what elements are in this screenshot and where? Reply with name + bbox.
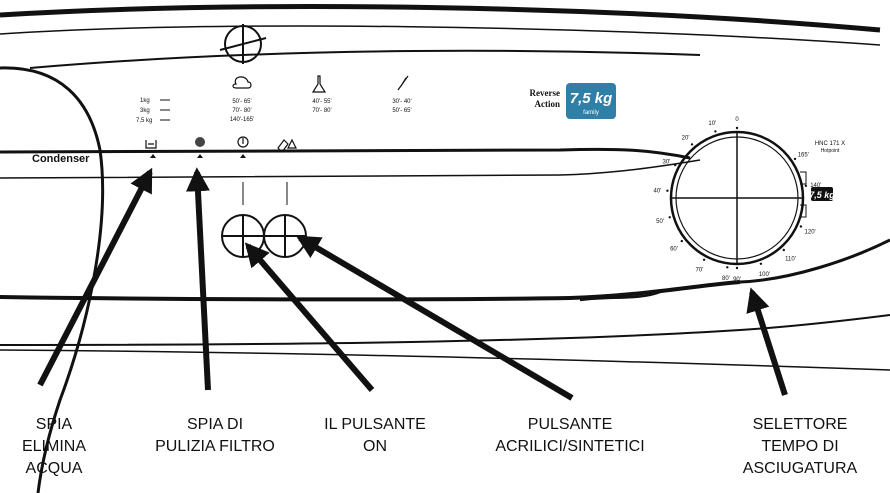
dial-side-badge: 7,5 kg [809, 190, 835, 200]
brand-label: Condenser [32, 153, 90, 165]
reverse-action-badge: Reverse Action 7,5 kg family [530, 83, 616, 119]
callout-line: ON [363, 438, 387, 455]
load-row: 1kg [140, 98, 150, 104]
dial-badge: 7,5 kg [800, 171, 835, 218]
callout-line: IL PULSANTE [324, 416, 426, 433]
callout-spia-elimina-acqua: SPIA ELIMINA ACQUA [14, 414, 94, 480]
dial-tick-dot [735, 126, 739, 130]
dial-tick-label: 10' [708, 121, 716, 127]
program-times: 50'- 65' 70'- 80' 140'-165' 40'- 55' 70'… [230, 99, 412, 123]
water-tank-icon [145, 140, 157, 149]
filter-light-icon [195, 137, 205, 147]
dial-tick-dot [680, 239, 683, 243]
synthetic-flask-icon [311, 75, 327, 93]
dial-tick-dot [702, 258, 706, 261]
program-icons [232, 75, 409, 93]
program-time: 50'- 65' [392, 108, 411, 114]
callout-line: SELETTORE [752, 416, 848, 433]
model-sub: Hotpoint [821, 148, 840, 154]
dial-tick-label: 100' [759, 272, 770, 278]
dial-tick-dot [799, 225, 803, 228]
dial-tick-dot [793, 157, 797, 161]
arrow-selettore-tempo [746, 287, 788, 396]
dial-tick-label: 120' [805, 230, 816, 236]
program-time: 30'- 40' [392, 99, 411, 105]
acrylic-synthetic-button[interactable] [263, 214, 307, 258]
acrylic-synthetic-icon [277, 138, 297, 153]
arrow-pulsante-on [244, 242, 375, 392]
callout-line: ELIMINA [21, 438, 86, 455]
callout-line: ACRILICI/SINTETICI [495, 438, 645, 455]
dial-tick-label: 30' [662, 159, 670, 165]
callout-arrows [37, 167, 788, 401]
program-time: 140'-165' [230, 117, 254, 123]
callout-line: TEMPO DI [761, 438, 839, 455]
program-time: 50'- 65' [232, 99, 251, 105]
dial-tick-label: 0 [735, 117, 739, 123]
callout-pulsante-acrilici-sintetici: PULSANTE ACRILICI/SINTETICI [480, 414, 660, 458]
arrow-spia-elimina-acqua [37, 167, 153, 387]
power-icon [237, 136, 249, 148]
dial-tick-dot [735, 266, 739, 270]
dial-tick-label: 90' [733, 277, 741, 283]
callout-line: ACQUA [25, 460, 83, 477]
badge-line2: Action [535, 99, 561, 109]
dial-tick-dot [674, 163, 677, 167]
dial-tick-dot [690, 143, 694, 146]
dial-scale: 0 10' 20' 30' 40' 50' 60' 70' 80'90' 100' 110' 120'… [653, 117, 821, 283]
dial-tick-dot [666, 189, 669, 192]
callout-line: SPIA DI [186, 416, 244, 433]
badge-line1: Reverse [530, 88, 560, 98]
capacity-badge-family: family [583, 110, 599, 116]
callout-line: ASCIUGATURA [742, 460, 858, 477]
callout-line: SPIA [35, 416, 73, 433]
drying-time-dial[interactable] [669, 130, 805, 266]
dial-tick-dot [804, 184, 808, 187]
dial-tick-label: 80' [722, 276, 730, 282]
program-time: 70'- 80' [312, 108, 331, 114]
delicate-feather-icon [397, 75, 409, 91]
callout-line: PULIZIA FILTRO [155, 438, 275, 455]
program-time: 70'- 80' [232, 108, 251, 114]
callout-selettore-tempo: SELETTORE TEMPO DI ASCIUGATURA [725, 414, 875, 480]
dial-tick-dot [714, 130, 717, 133]
arrow-pulsante-acrilici [295, 235, 574, 401]
dial-tick-label: 70' [695, 268, 703, 274]
button-guides [242, 182, 288, 205]
arrow-spia-pulizia-filtro [185, 167, 211, 391]
capacity-badge-text: 7,5 kg [570, 90, 613, 107]
dial-tick-label: 165' [798, 152, 809, 158]
door-screw-icon [219, 24, 267, 64]
load-row: 7,5 kg [136, 118, 152, 124]
program-time: 40'- 55' [312, 99, 331, 105]
dial-tick-dot [782, 248, 785, 252]
load-table: 1kg 3kg 7,5 kg [136, 98, 170, 124]
dial-tick-dot [668, 216, 671, 219]
model-label: HNC 171 X [815, 141, 845, 147]
on-button[interactable] [221, 214, 265, 258]
callout-pulsante-on: IL PULSANTE ON [305, 414, 445, 458]
load-row: 3kg [140, 108, 150, 114]
dial-tick-label: 140' [810, 183, 821, 189]
dial-tick-label: 50' [656, 219, 664, 225]
dial-tick-label: 40' [653, 189, 661, 195]
dial-tick-dot [759, 262, 763, 265]
dial-tick-label: 110' [785, 257, 796, 263]
dial-tick-label: 20' [682, 136, 690, 142]
cotton-icon [232, 76, 252, 89]
callout-spia-pulizia-filtro: SPIA DI PULIZIA FILTRO [140, 414, 290, 458]
panel-outline [0, 4, 890, 493]
indicator-icons [145, 136, 297, 153]
indicator-markers [150, 154, 246, 158]
capacity-badge-bg [566, 83, 616, 119]
callout-line: PULSANTE [527, 416, 613, 433]
dial-tick-dot [726, 266, 729, 269]
dial-tick-label: 60' [670, 246, 678, 252]
